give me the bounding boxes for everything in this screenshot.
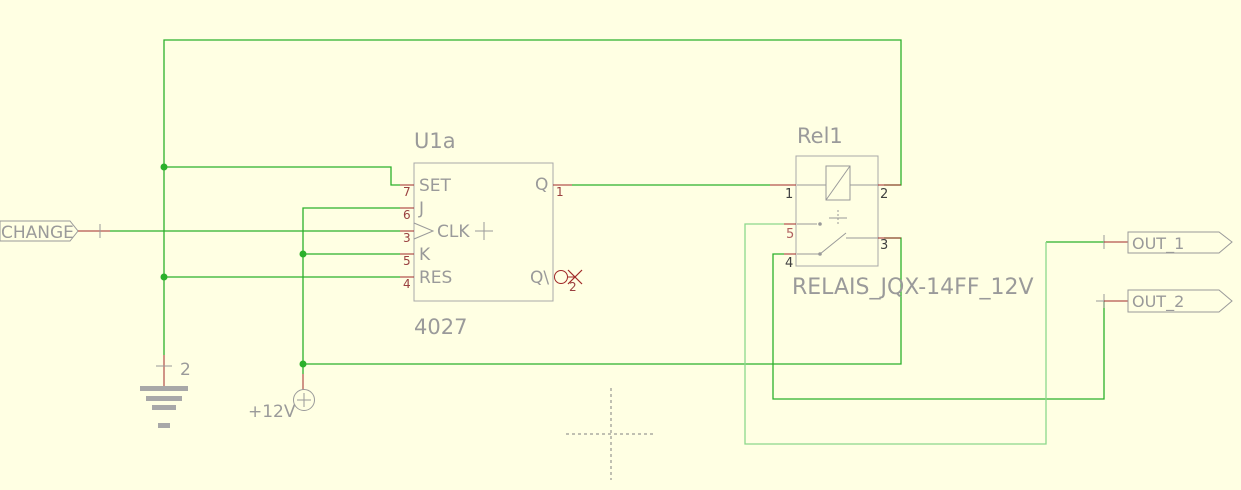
pin-number: 5 bbox=[786, 227, 794, 242]
junction-dot bbox=[160, 273, 168, 281]
wire-vcc-relay3[interactable] bbox=[303, 237, 902, 365]
u1a-ref: U1a bbox=[414, 129, 456, 153]
rel1-value: RELAIS_JQX-14FF_12V bbox=[792, 275, 1034, 300]
port-flag-icon bbox=[0, 220, 79, 242]
pin-number: 7 bbox=[403, 185, 411, 199]
vcc-symbol[interactable]: +12V bbox=[248, 374, 315, 422]
pin-name-q: Q bbox=[535, 175, 548, 195]
vcc-label: +12V bbox=[248, 402, 296, 422]
relay-switch-icon bbox=[819, 232, 847, 255]
pin-number: 1 bbox=[556, 185, 564, 199]
port-change-label: CHANGE bbox=[1, 223, 74, 243]
wire-relay4-out2[interactable] bbox=[772, 253, 1105, 400]
pin-name-j: J bbox=[418, 199, 424, 219]
port-out2-label: OUT_2 bbox=[1132, 292, 1184, 312]
port-flag-icon bbox=[1127, 289, 1233, 313]
u1a-body bbox=[413, 162, 554, 302]
wire-set[interactable] bbox=[164, 166, 400, 186]
pin-name-res: RES bbox=[419, 268, 452, 288]
rel1-ref: Rel1 bbox=[797, 124, 843, 148]
power-supply-icon bbox=[293, 389, 315, 411]
pin-number: 5 bbox=[403, 254, 411, 268]
relay-coil-icon bbox=[825, 165, 851, 201]
pin-number: 6 bbox=[403, 208, 411, 222]
pin-name-k: K bbox=[419, 245, 431, 265]
gnd-symbol[interactable]: 2 bbox=[140, 355, 191, 428]
ground-icon bbox=[140, 386, 188, 428]
junctions bbox=[160, 163, 307, 368]
pin-name-clk: CLK bbox=[437, 222, 470, 242]
wire-vcc-j[interactable] bbox=[302, 207, 400, 374]
junction-dot bbox=[299, 360, 307, 368]
clock-triangle-icon bbox=[413, 222, 435, 240]
u1a-component[interactable]: U1a 4027 7 6 3 5 4 1 2 SET J CLK K RES Q… bbox=[400, 129, 583, 339]
pin-number: 1 bbox=[785, 187, 793, 202]
pin-number: 2 bbox=[880, 187, 888, 202]
port-out1-label: OUT_1 bbox=[1132, 234, 1184, 254]
pin-name-set: SET bbox=[419, 176, 452, 196]
rel1-component[interactable]: Rel1 RELAIS_JQX-14FF_12V 1 2 3 4 5 bbox=[770, 124, 1034, 300]
pin-number: 4 bbox=[403, 277, 411, 291]
pin-name-qn: Q\ bbox=[530, 268, 549, 288]
wire-relay5-out1[interactable] bbox=[744, 223, 1047, 445]
junction-dot bbox=[299, 250, 307, 258]
pin-number: 2 bbox=[569, 280, 577, 294]
port-out2[interactable]: OUT_2 bbox=[1096, 289, 1233, 313]
port-change[interactable]: CHANGE bbox=[0, 220, 110, 243]
wires bbox=[110, 39, 1105, 445]
port-out1[interactable]: OUT_1 bbox=[1103, 231, 1233, 254]
port-flag-icon bbox=[1127, 231, 1233, 254]
pin-number: 3 bbox=[403, 231, 411, 245]
pin-number: 3 bbox=[880, 238, 888, 253]
inversion-bubble-icon bbox=[554, 270, 568, 284]
rel1-body bbox=[795, 155, 879, 267]
u1a-value: 4027 bbox=[414, 315, 467, 339]
cursor-crosshair-icon bbox=[566, 388, 656, 480]
gnd-pin-number: 2 bbox=[180, 360, 191, 380]
pin-number: 4 bbox=[785, 256, 793, 271]
junction-dot bbox=[160, 163, 168, 171]
